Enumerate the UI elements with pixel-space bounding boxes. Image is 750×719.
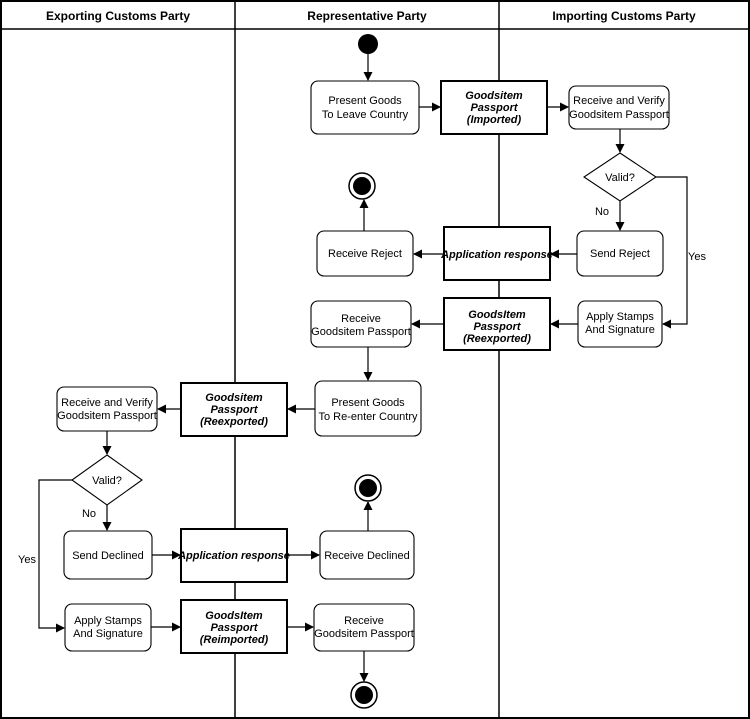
guard-no-export: No [82, 508, 96, 520]
guard-yes-import: Yes [688, 251, 706, 263]
decision-valid-export: Valid? [71, 454, 143, 506]
svg-text:Application response: Application response [440, 249, 553, 261]
lane-header-importing: Importing Customs Party [552, 9, 696, 23]
action-send-reject: Send Reject [576, 230, 664, 277]
final-node-end [350, 681, 378, 709]
svg-text:Receive Reject: Receive Reject [328, 248, 402, 260]
svg-text:Send Declined: Send Declined [72, 550, 144, 562]
svg-text:Valid?: Valid? [605, 172, 635, 184]
final-node-reject [348, 172, 376, 200]
decision-valid-import: Valid? [583, 152, 657, 202]
guard-no-import: No [595, 206, 609, 218]
svg-text:Receive Declined: Receive Declined [324, 550, 410, 562]
lane-header-representative: Representative Party [307, 9, 427, 23]
action-send-declined: Send Declined [63, 530, 153, 580]
flow-valid-yes-to-apply-stamps [656, 176, 688, 329]
object-application-response-1: Application response [440, 226, 553, 281]
initial-node [358, 34, 378, 54]
flow-valid-yes-to-apply-stamps-export [38, 479, 72, 633]
svg-text:Send Reject: Send Reject [590, 248, 650, 260]
final-node-declined [354, 474, 382, 502]
lane-header-exporting: Exporting Customs Party [46, 9, 190, 23]
action-receive-reject: Receive Reject [316, 230, 414, 277]
svg-text:Valid?: Valid? [92, 475, 122, 487]
object-application-response-2: Application response [177, 528, 290, 583]
svg-text:Application response: Application response [177, 550, 290, 562]
action-receive-declined: Receive Declined [319, 530, 415, 580]
guard-yes-export: Yes [18, 554, 36, 566]
